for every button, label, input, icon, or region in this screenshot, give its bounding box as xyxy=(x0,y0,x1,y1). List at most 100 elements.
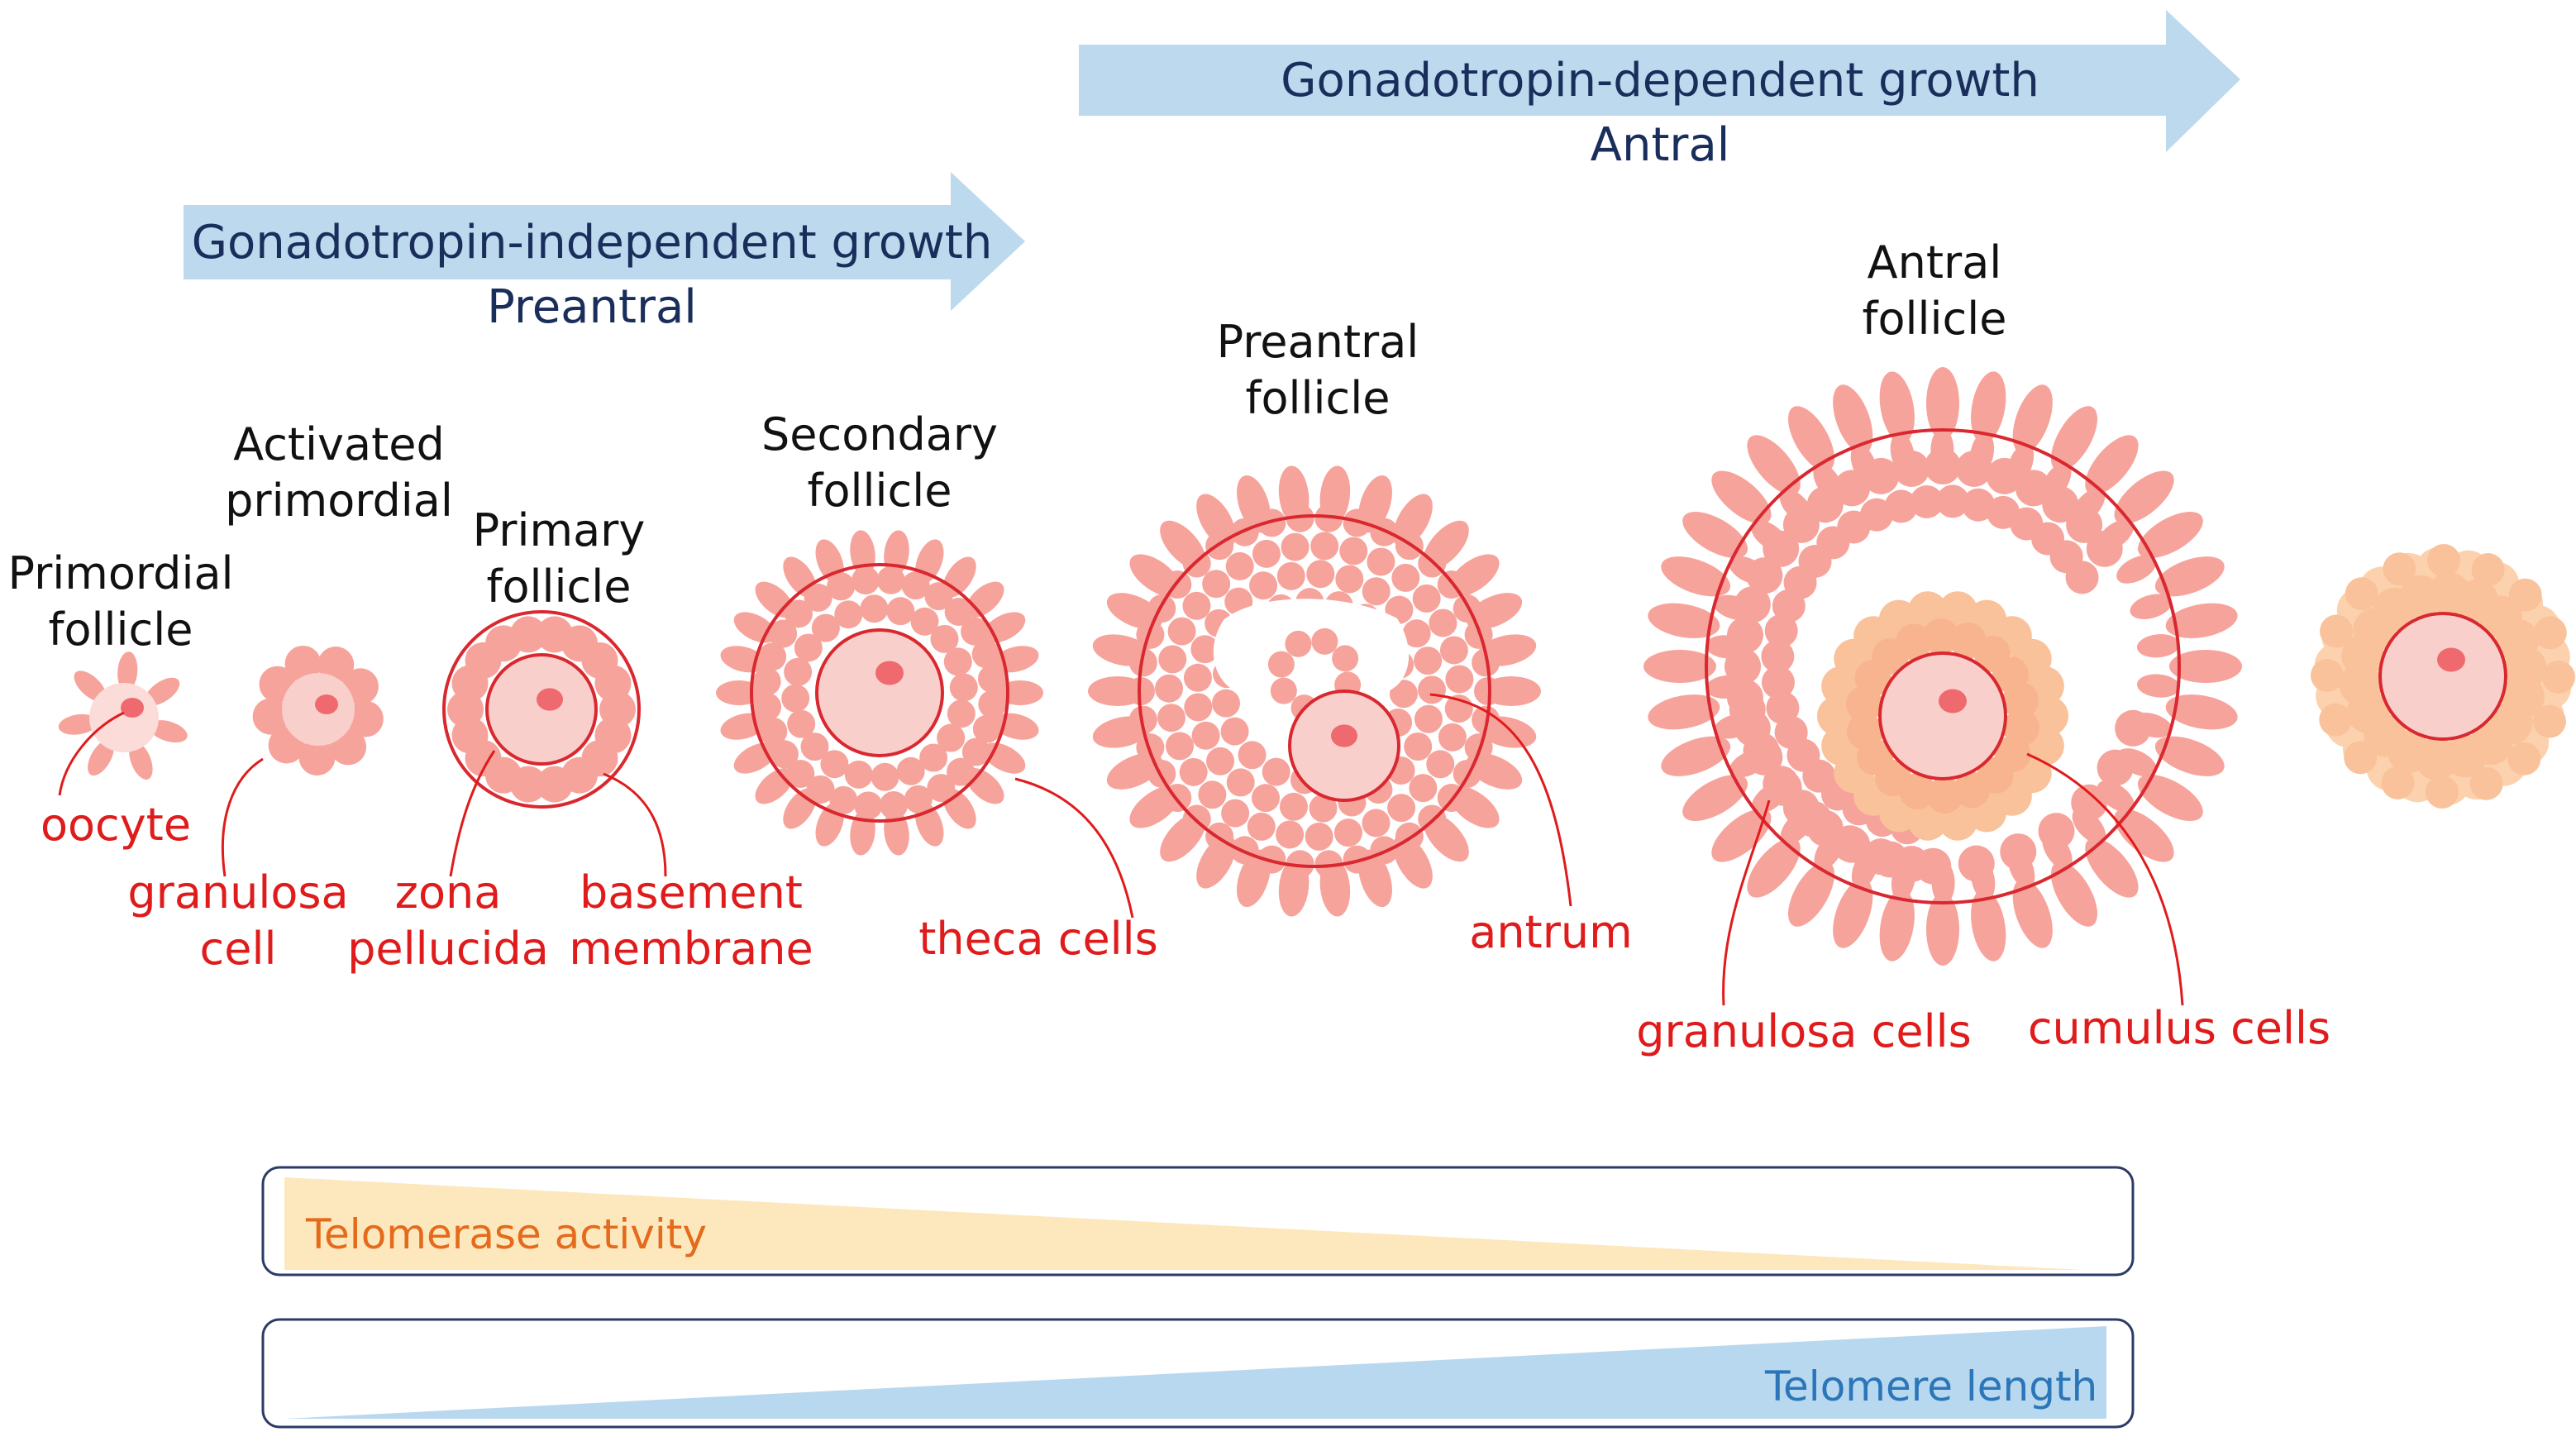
granulosa-cell xyxy=(1270,677,1297,704)
stage-title-primordial-line2: follicle xyxy=(49,604,193,656)
granulosa-cell-leader xyxy=(221,757,264,877)
granulosa-cell xyxy=(896,756,925,785)
granulosa-cell xyxy=(1251,784,1280,813)
gonadotropin-independent-arrow: Gonadotropin-independent growth Preantra… xyxy=(184,172,1025,334)
granulosa-cell xyxy=(1339,537,1368,566)
oocyte-nucleus xyxy=(315,694,338,714)
granulosa-cell xyxy=(1286,850,1314,879)
granulosa-cell xyxy=(1726,617,1763,654)
granulosa-cell xyxy=(2015,470,2052,507)
label-basement-membrane-line2: membrane xyxy=(569,923,813,975)
cumulus-cell xyxy=(2532,704,2566,738)
granulosa-cell xyxy=(1402,619,1431,648)
granulosa-cell xyxy=(834,600,863,629)
granulosa-cell xyxy=(1370,518,1399,546)
label-zona-pellucida-line1: zona xyxy=(395,866,502,919)
stage-title-secondary: Secondary follicle xyxy=(761,408,998,517)
granulosa-cell xyxy=(1276,561,1305,590)
stage-title-preantral-line1: Preantral xyxy=(1217,316,1419,368)
granulosa-cell xyxy=(1915,847,1952,885)
granulosa-cell xyxy=(1211,689,1240,718)
granulosa-cell xyxy=(961,617,990,646)
granulosa-cell xyxy=(1206,747,1235,775)
granulosa-cell xyxy=(1310,532,1339,561)
theca-cell xyxy=(2051,861,2097,927)
stage-title-activated-line1: Activated xyxy=(233,418,445,470)
granulosa-cell xyxy=(1362,577,1391,606)
theca-cell xyxy=(1711,470,1772,524)
theca-cell xyxy=(2012,878,2053,948)
primary-follicle xyxy=(442,610,641,809)
cumulus-cell xyxy=(2471,553,2505,587)
telomere-length-bar: Telomere length xyxy=(261,1318,2135,1429)
label-granulosa-cell-line2: cell xyxy=(200,923,277,975)
theca-cell xyxy=(2012,384,2053,455)
granulosa-cell xyxy=(1472,648,1500,677)
granulosa-cell xyxy=(1202,570,1231,599)
granulosa-cell xyxy=(1128,705,1157,734)
flat-granulosa-cell xyxy=(58,713,98,735)
basement-membrane xyxy=(750,563,1009,823)
granulosa-cell xyxy=(787,709,816,738)
cumulus-cell xyxy=(1953,771,1991,809)
granulosa-cell xyxy=(1414,647,1443,675)
granulosa-cell xyxy=(1925,448,1961,484)
granulosa-cell xyxy=(781,684,810,713)
label-antrum: antrum xyxy=(1469,906,1633,958)
theca-cell xyxy=(1711,809,1772,862)
granulosa-cell xyxy=(804,583,832,612)
antrum-leader xyxy=(1429,693,1572,907)
telomere-wedge xyxy=(284,1326,2106,1419)
granulosa-cell xyxy=(854,791,883,820)
label-granulosa-cells: granulosa cells xyxy=(1636,1005,1972,1057)
cumulus-cell xyxy=(2381,766,2415,799)
granulosa-cell xyxy=(1225,551,1254,580)
antral-follicle xyxy=(1643,367,2242,966)
dependent-arrow-shape xyxy=(1079,10,2240,152)
granulosa-cell xyxy=(919,743,948,772)
granulosa-cell xyxy=(876,566,905,594)
granulosa-cell xyxy=(1249,571,1278,600)
granulosa-cell xyxy=(1306,560,1335,589)
granulosa-cell xyxy=(1309,794,1338,823)
oocyte-nucleus xyxy=(2437,647,2465,672)
granulosa-cell xyxy=(317,647,355,684)
theca-cell xyxy=(1788,861,1834,927)
granulosa-cell xyxy=(284,646,322,683)
flat-granulosa-cell xyxy=(74,671,107,702)
granulosa-cell xyxy=(1429,608,1457,637)
granulosa-cell xyxy=(2038,813,2075,850)
theca-cell xyxy=(2097,780,2135,813)
granulosa-cell xyxy=(1238,741,1267,770)
granulosa-cell xyxy=(811,613,840,642)
oocyte-nucleus xyxy=(875,661,904,685)
granulosa-cell xyxy=(753,692,782,721)
cumulus-cell xyxy=(2002,682,2039,719)
activated-primordial-follicle xyxy=(252,646,384,775)
theca-cell xyxy=(2085,838,2139,898)
granulosa-cell xyxy=(1453,594,1481,623)
granulosa-cell xyxy=(594,665,632,702)
granulosa-cell xyxy=(1343,508,1371,537)
telomerase-bar-label: Telomerase activity xyxy=(305,1210,707,1258)
granulosa-cell xyxy=(1230,836,1259,865)
granulosa-cell xyxy=(1910,484,1944,518)
granulosa-cell xyxy=(1281,532,1309,561)
oocyte xyxy=(485,653,598,766)
theca-cell xyxy=(2116,555,2157,584)
granulosa-cell xyxy=(2097,749,2134,786)
theca-cell xyxy=(1643,650,1716,683)
granulosa-cell xyxy=(252,698,289,735)
granulosa-cell xyxy=(827,572,856,601)
theca-cell xyxy=(2169,650,2242,683)
granulosa-cell xyxy=(1230,518,1259,546)
granulosa-cell xyxy=(1464,733,1493,762)
preantral-follicle xyxy=(1088,465,1541,917)
stage-title-activated: Activated primordial xyxy=(225,418,453,527)
stage-title-primordial: Primordial follicle xyxy=(7,547,233,656)
granulosa-cell xyxy=(927,774,956,803)
independent-arrow-shape xyxy=(184,172,1025,311)
oocyte-nucleus xyxy=(537,688,563,711)
granulosa-cell xyxy=(784,657,813,686)
